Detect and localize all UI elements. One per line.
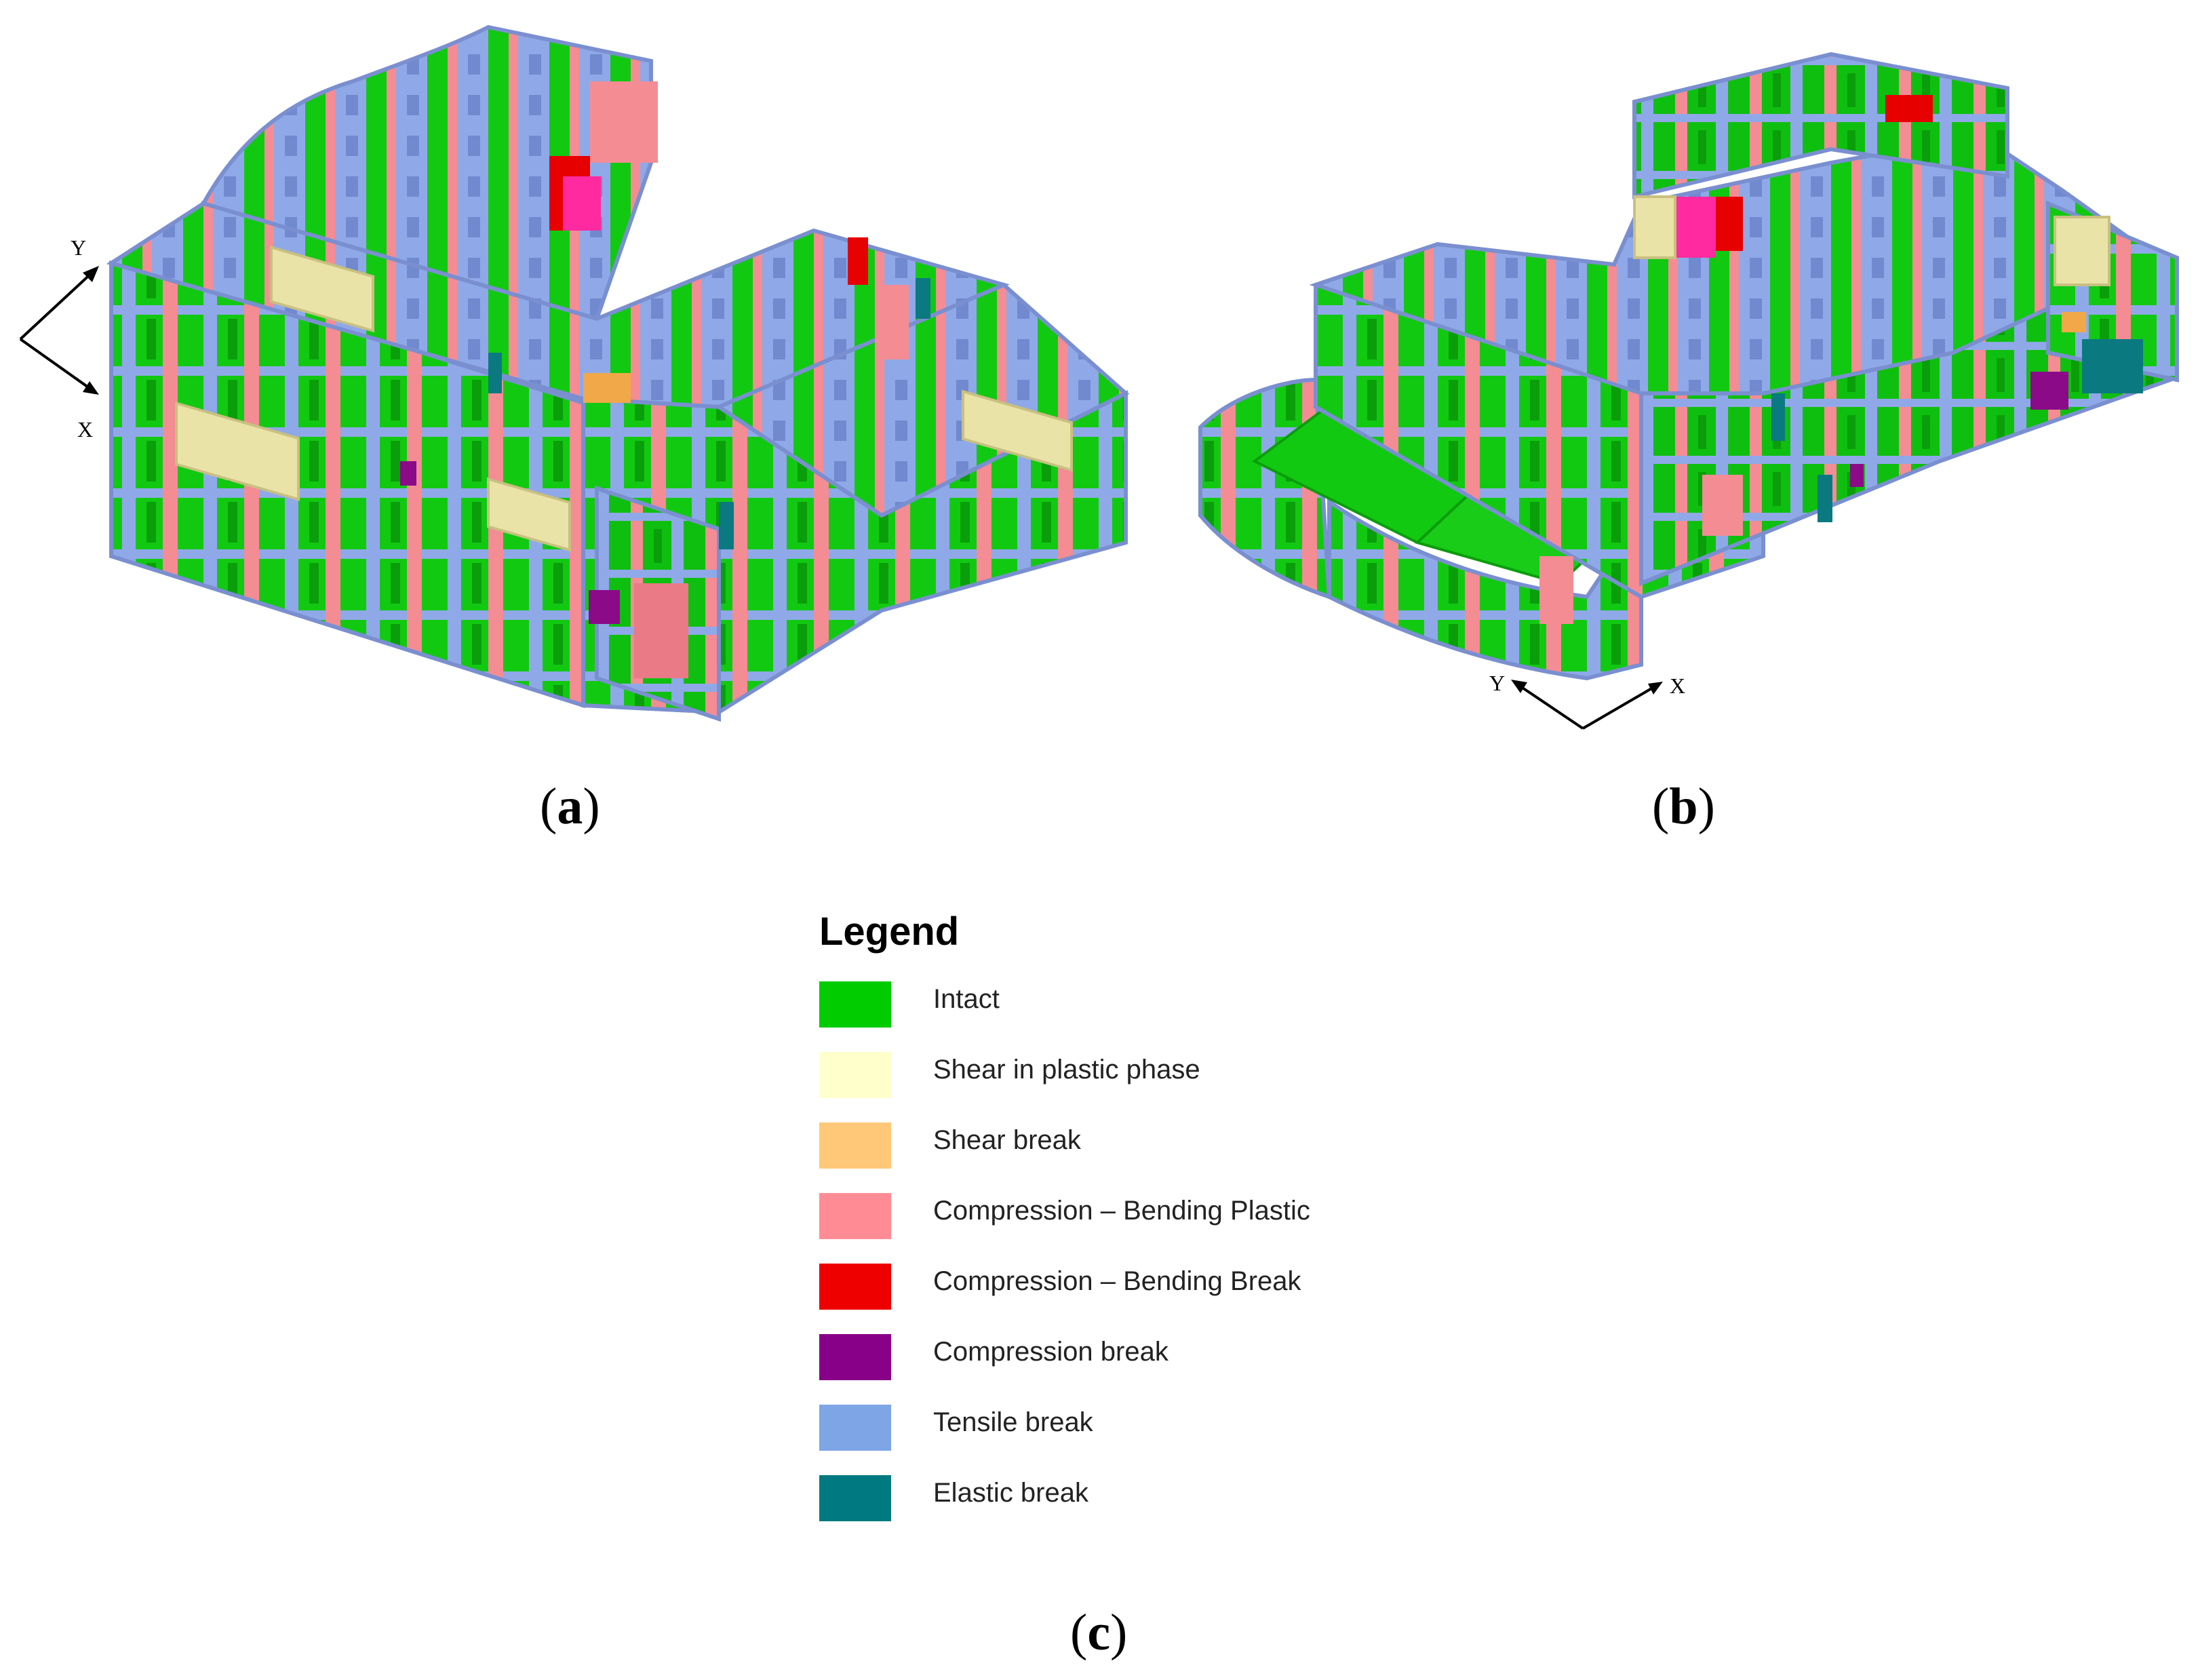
building-a-shear-panel-2 — [270, 246, 374, 333]
legend-swatch-intact — [819, 981, 891, 1028]
legend-swatch-compression-bending-break — [819, 1264, 891, 1310]
panel-label-c: (c) — [1070, 1604, 1128, 1661]
building-a-plastic-pink-1 — [590, 81, 658, 163]
legend-item-shear-plastic: Shear in plastic phase — [819, 1052, 1565, 1122]
building-b-magenta-block — [1675, 197, 1716, 258]
building-b-shear-break-1 — [2062, 312, 2086, 332]
legend-label-shear-break: Shear break — [933, 1125, 1081, 1155]
axis-label-a-y: Y — [71, 235, 86, 260]
building-a-comp-only-1 — [400, 461, 416, 486]
building-a-comp-break-2 — [848, 237, 868, 285]
axis-label-b-y: Y — [1489, 671, 1505, 695]
legend-label-compression-bending-plastic: Compression – Bending Plastic — [933, 1196, 1310, 1226]
legend-item-compression-break: Compression break — [819, 1334, 1565, 1405]
building-b-plastic-pink-2 — [1539, 556, 1573, 624]
building-a-plastic-pink-3 — [634, 583, 688, 678]
building-b-front-curve — [1327, 498, 1643, 681]
building-b-elastic-2 — [1771, 393, 1785, 441]
building-b-roof — [1309, 133, 2161, 395]
axes-indicator-a: Y X — [19, 235, 99, 442]
building-a-shear-panel-3 — [487, 477, 571, 552]
building-b-comp-only-2 — [1850, 464, 1864, 487]
building-a-elastic-2 — [719, 502, 734, 549]
building-b-shear-panel-1 — [1633, 195, 1676, 259]
legend-label-intact: Intact — [933, 984, 1000, 1014]
legend-item-elastic-break: Elastic break — [819, 1475, 1565, 1546]
building-b-elastic-1 — [2082, 339, 2143, 393]
axis-label-b-x: X — [1670, 673, 1685, 698]
building-model-a — [106, 24, 1130, 722]
legend-item-tensile-break: Tensile break — [819, 1405, 1565, 1475]
panel-label-b: (b) — [1652, 778, 1715, 835]
building-a-shear-panel-1 — [175, 401, 300, 501]
building-a-shear-break-1 — [583, 373, 631, 403]
panel-label-a-letter: a — [557, 778, 583, 835]
panel-label-b-letter: b — [1669, 778, 1698, 835]
legend-swatch-shear-break — [819, 1122, 891, 1169]
legend-item-shear-break: Shear break — [819, 1122, 1565, 1193]
legend-label-shear-plastic: Shear in plastic phase — [933, 1055, 1200, 1085]
legend-items: Intact Shear in plastic phase Shear brea… — [819, 981, 1565, 1546]
building-b-comp-break-2 — [1885, 95, 1933, 122]
building-b-shear-panel-2 — [2054, 216, 2110, 286]
panel-label-a: (a) — [540, 778, 600, 835]
legend-label-tensile-break: Tensile break — [933, 1407, 1093, 1437]
legend-label-elastic-break: Elastic break — [933, 1478, 1088, 1508]
legend-item-compression-bending-plastic: Compression – Bending Plastic — [819, 1193, 1565, 1264]
legend-swatch-compression-break — [819, 1334, 891, 1380]
building-b-elastic-3 — [1818, 475, 1832, 522]
legend: Legend Intact Shear in plastic phase She… — [819, 909, 1565, 1546]
legend-item-intact: Intact — [819, 981, 1565, 1052]
legend-swatch-tensile-break — [819, 1405, 891, 1451]
legend-label-compression-bending-break: Compression – Bending Break — [933, 1266, 1301, 1296]
legend-swatch-shear-plastic — [819, 1052, 891, 1098]
building-a-elastic-3 — [916, 278, 930, 319]
building-b-plastic-pink-1 — [1702, 475, 1743, 536]
building-a-magenta-block — [563, 176, 601, 231]
legend-item-compression-bending-break: Compression – Bending Break — [819, 1264, 1565, 1334]
building-a-comp-only-2 — [589, 590, 620, 624]
building-b-comp-break-1 — [1716, 197, 1743, 251]
building-b-comp-only-1 — [2030, 372, 2068, 410]
legend-swatch-compression-bending-plastic — [819, 1193, 891, 1239]
axes-indicator-b: Y X — [1489, 671, 1685, 730]
building-a-plastic-pink-2 — [875, 285, 909, 359]
legend-swatch-elastic-break — [819, 1475, 891, 1521]
axis-label-a-x: X — [77, 417, 93, 442]
legend-label-compression-break: Compression break — [933, 1337, 1168, 1367]
panel-label-c-letter: c — [1087, 1604, 1111, 1661]
building-a-tower-roof — [200, 24, 653, 321]
legend-title: Legend — [819, 910, 960, 954]
building-a-shear-panel-4 — [962, 389, 1073, 472]
building-a-elastic-1 — [488, 353, 502, 393]
building-model-b — [1198, 52, 2179, 681]
